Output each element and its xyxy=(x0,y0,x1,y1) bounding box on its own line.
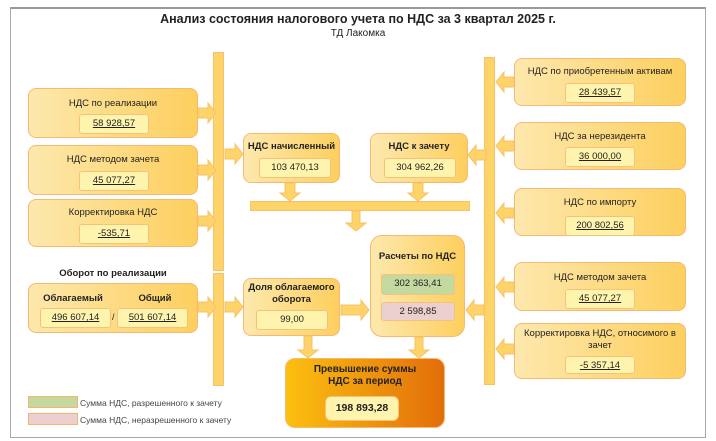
card-label: Корректировка НДС xyxy=(68,207,158,218)
vat-deduction-adjustment-value-link[interactable]: -5 357,14 xyxy=(565,356,635,374)
vat-nonresident-value-link[interactable]: 36 000,00 xyxy=(565,147,635,167)
taxable-label: Облагаемый xyxy=(43,293,103,304)
vat-offset-right-card: НДС методом зачета 45 077,27 xyxy=(514,262,686,311)
total-label: Общий xyxy=(138,293,172,304)
horizontal-collector-bar xyxy=(250,201,470,211)
vat-deductible-card: НДС к зачету 304 962,26 xyxy=(370,133,468,183)
card-label: НДС по импорту xyxy=(563,197,637,208)
card-label: НДС по реализации xyxy=(68,98,158,109)
card-label: НДС методом зачета xyxy=(66,154,160,165)
card-label: Превышение суммы НДС за период xyxy=(313,364,417,387)
vat-sales-value-link[interactable]: 58 928,57 xyxy=(79,114,149,134)
arrow-right-icon xyxy=(197,296,217,318)
vat-adjustment-value-link[interactable]: -535,71 xyxy=(79,224,149,244)
vat-adjustment-card: Корректировка НДС -535,71 xyxy=(28,199,198,247)
arrow-down-icon xyxy=(344,210,368,232)
arrow-right-icon xyxy=(224,296,244,318)
report-title: Анализ состояния налогового учета по НДС… xyxy=(160,12,556,26)
card-label: Корректировка НДС, относимого в зачет xyxy=(524,328,676,351)
arrow-left-icon xyxy=(495,202,515,224)
report-frame xyxy=(10,7,706,438)
arrow-right-icon xyxy=(197,102,217,124)
vat-allowed-value: 302 363,41 xyxy=(381,274,455,295)
vat-nonresident-card: НДС за нерезидента 36 000,00 xyxy=(514,122,686,170)
legend-label-allowed: Сумма НДС, разрешенного к зачету xyxy=(80,398,222,408)
vat-import-card: НДС по импорту 200 802,56 xyxy=(514,188,686,236)
arrow-right-icon xyxy=(197,210,217,232)
arrow-right-icon xyxy=(197,159,217,181)
card-label: НДС за нерезидента xyxy=(554,131,646,142)
card-label: НДС методом зачета xyxy=(553,272,647,283)
arrow-down-icon xyxy=(407,182,429,202)
taxable-turnover-link[interactable]: 496 607,14 xyxy=(40,308,111,328)
vat-accrued-value: 103 470,13 xyxy=(259,158,331,178)
arrow-left-icon xyxy=(495,71,515,93)
turnover-card: Облагаемый Общий 496 607,14 / 501 607,14 xyxy=(28,283,198,333)
left-collector-bar xyxy=(213,52,224,271)
arrow-down-icon xyxy=(279,182,301,202)
vat-excess-value: 198 893,28 xyxy=(325,396,399,421)
vat-sales-card: НДС по реализации 58 928,57 xyxy=(28,88,198,138)
legend-swatch-allowed xyxy=(28,396,78,408)
turnover-heading: Оборот по реализации xyxy=(59,268,167,279)
vat-offset-card: НДС методом зачета 45 077,27 xyxy=(28,145,198,195)
card-label: Расчеты по НДС xyxy=(378,251,457,262)
arrow-left-icon xyxy=(495,135,515,157)
taxable-share-value: 99,00 xyxy=(256,310,328,330)
legend-swatch-disallowed xyxy=(28,413,78,425)
vat-excess-card: Превышение суммы НДС за период 198 893,2… xyxy=(285,358,445,428)
vat-assets-card: НДС по приобретенным активам 28 439,57 xyxy=(514,58,686,106)
vat-settlements-card: Расчеты по НДС 302 363,41 2 598,85 xyxy=(370,235,465,337)
arrow-left-icon xyxy=(465,299,485,321)
left-collector-bar-lower xyxy=(213,273,224,386)
vat-import-value-link[interactable]: 200 802,56 xyxy=(565,216,635,236)
vat-deduction-adjustment-card: Корректировка НДС, относимого в зачет -5… xyxy=(514,323,686,379)
vat-assets-value-link[interactable]: 28 439,57 xyxy=(565,83,635,103)
vat-disallowed-value: 2 598,85 xyxy=(381,302,455,321)
arrow-right-icon xyxy=(340,298,370,322)
right-collector-bar xyxy=(484,57,495,385)
card-label: НДС начисленный xyxy=(247,141,336,152)
vat-offset-value-link[interactable]: 45 077,27 xyxy=(79,171,149,191)
taxable-share-card: Доля облагаемого оборота 99,00 xyxy=(243,278,340,336)
vat-accrued-card: НДС начисленный 103 470,13 xyxy=(243,133,340,183)
legend-label-disallowed: Сумма НДС, неразрешенного к зачету xyxy=(80,415,232,425)
arrow-left-icon xyxy=(495,276,515,298)
company-name: ТД Лакомка xyxy=(330,28,386,39)
arrow-down-icon xyxy=(296,335,320,359)
total-turnover-link[interactable]: 501 607,14 xyxy=(117,308,188,328)
arrow-left-icon xyxy=(467,144,487,166)
arrow-down-icon xyxy=(407,336,431,359)
card-label: НДС к зачету xyxy=(388,141,450,152)
arrow-right-icon xyxy=(224,143,244,165)
card-label: Доля облагаемого оборота xyxy=(248,282,335,305)
vat-deductible-value: 304 962,26 xyxy=(384,158,456,178)
arrow-left-icon xyxy=(495,338,515,360)
vat-offset-right-value-link[interactable]: 45 077,27 xyxy=(565,289,635,309)
card-label: НДС по приобретенным активам xyxy=(527,66,673,77)
separator: / xyxy=(112,312,115,322)
